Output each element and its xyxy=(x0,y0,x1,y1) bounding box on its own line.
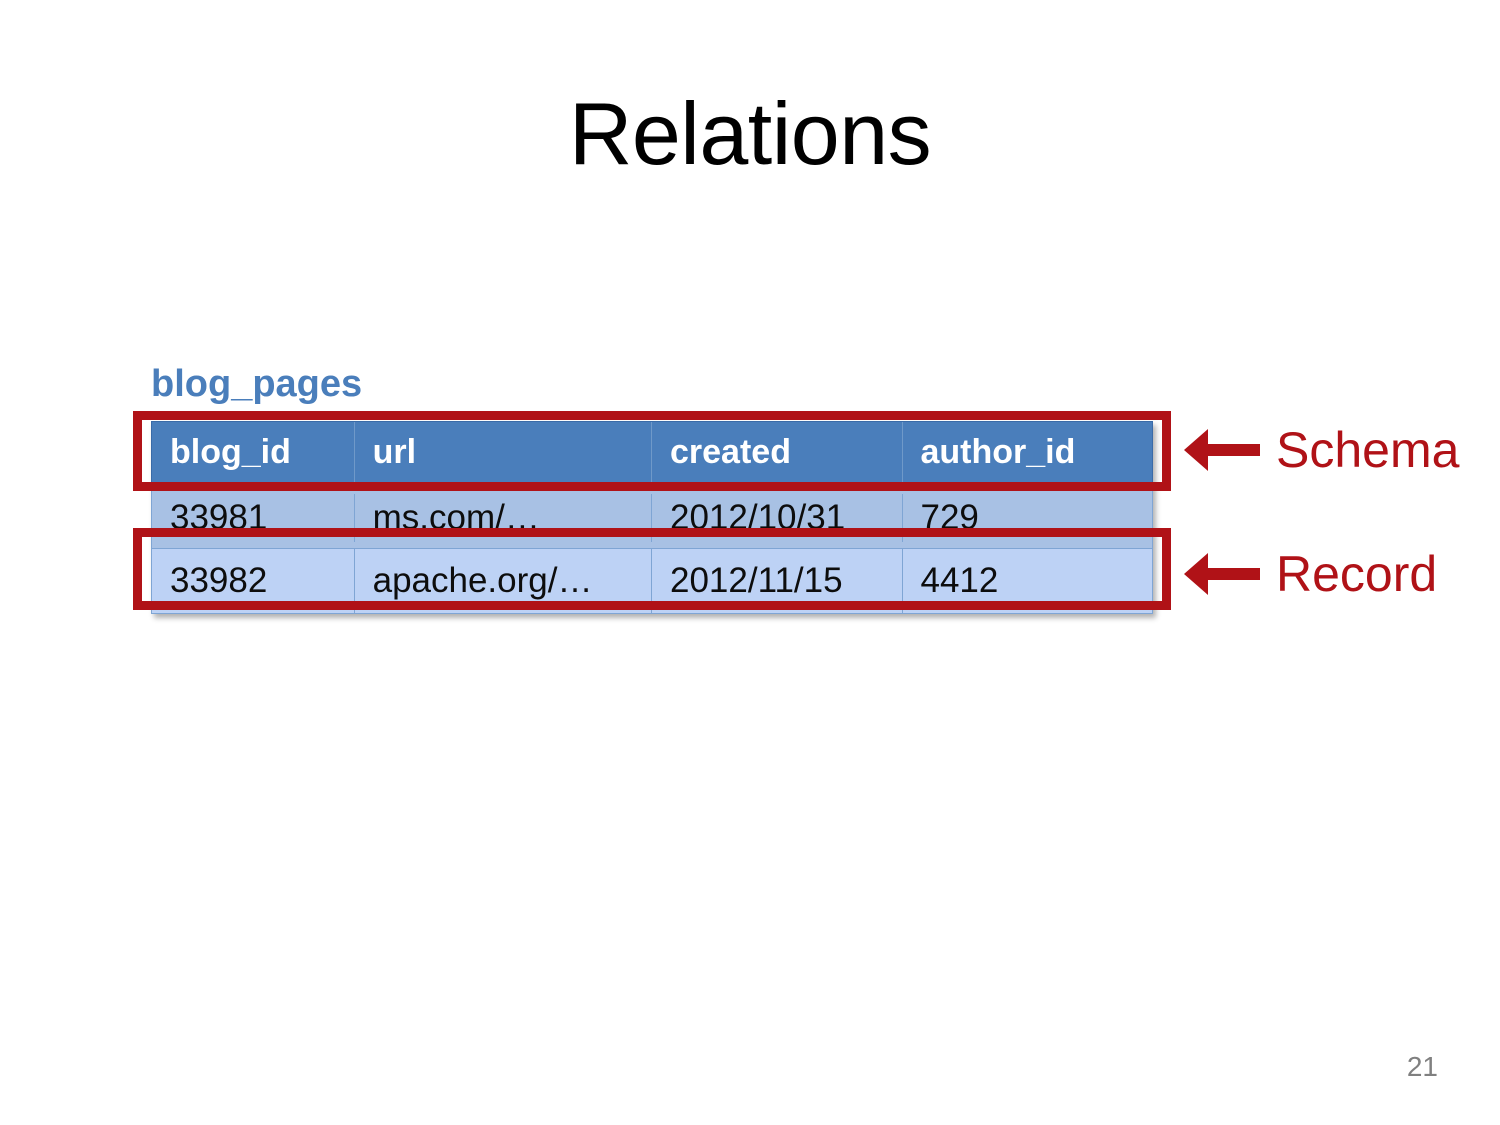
annotation-schema: Schema xyxy=(1182,424,1459,476)
column-header-blog-id: blog_id xyxy=(152,422,355,483)
row-mid-band xyxy=(151,542,1153,548)
page-title: Relations xyxy=(568,84,932,183)
left-arrow-icon xyxy=(1182,424,1260,476)
page-number: 21 xyxy=(1406,1051,1438,1082)
row-top-band xyxy=(151,488,1153,494)
annotation-record: Record xyxy=(1182,548,1437,600)
annotation-record-label: Record xyxy=(1276,546,1438,602)
annotation-schema-label: Schema xyxy=(1276,422,1460,478)
column-header-url: url xyxy=(355,422,652,483)
cell-blog-id: 33982 xyxy=(152,549,355,613)
schema-highlight-rectangle xyxy=(133,411,1171,491)
table-header-row: blog_id url created author_id xyxy=(151,421,1153,483)
cell-author-id: 4412 xyxy=(920,561,999,600)
column-header-author-id: author_id xyxy=(920,433,1076,471)
cell-url: apache.org/… xyxy=(355,549,652,613)
left-arrow-icon xyxy=(1182,548,1260,600)
table-caption: blog_pages xyxy=(151,363,363,405)
record-highlight-rectangle xyxy=(133,528,1171,610)
cell-created: 2012/11/15 xyxy=(652,549,903,613)
column-header-created: created xyxy=(652,422,903,483)
